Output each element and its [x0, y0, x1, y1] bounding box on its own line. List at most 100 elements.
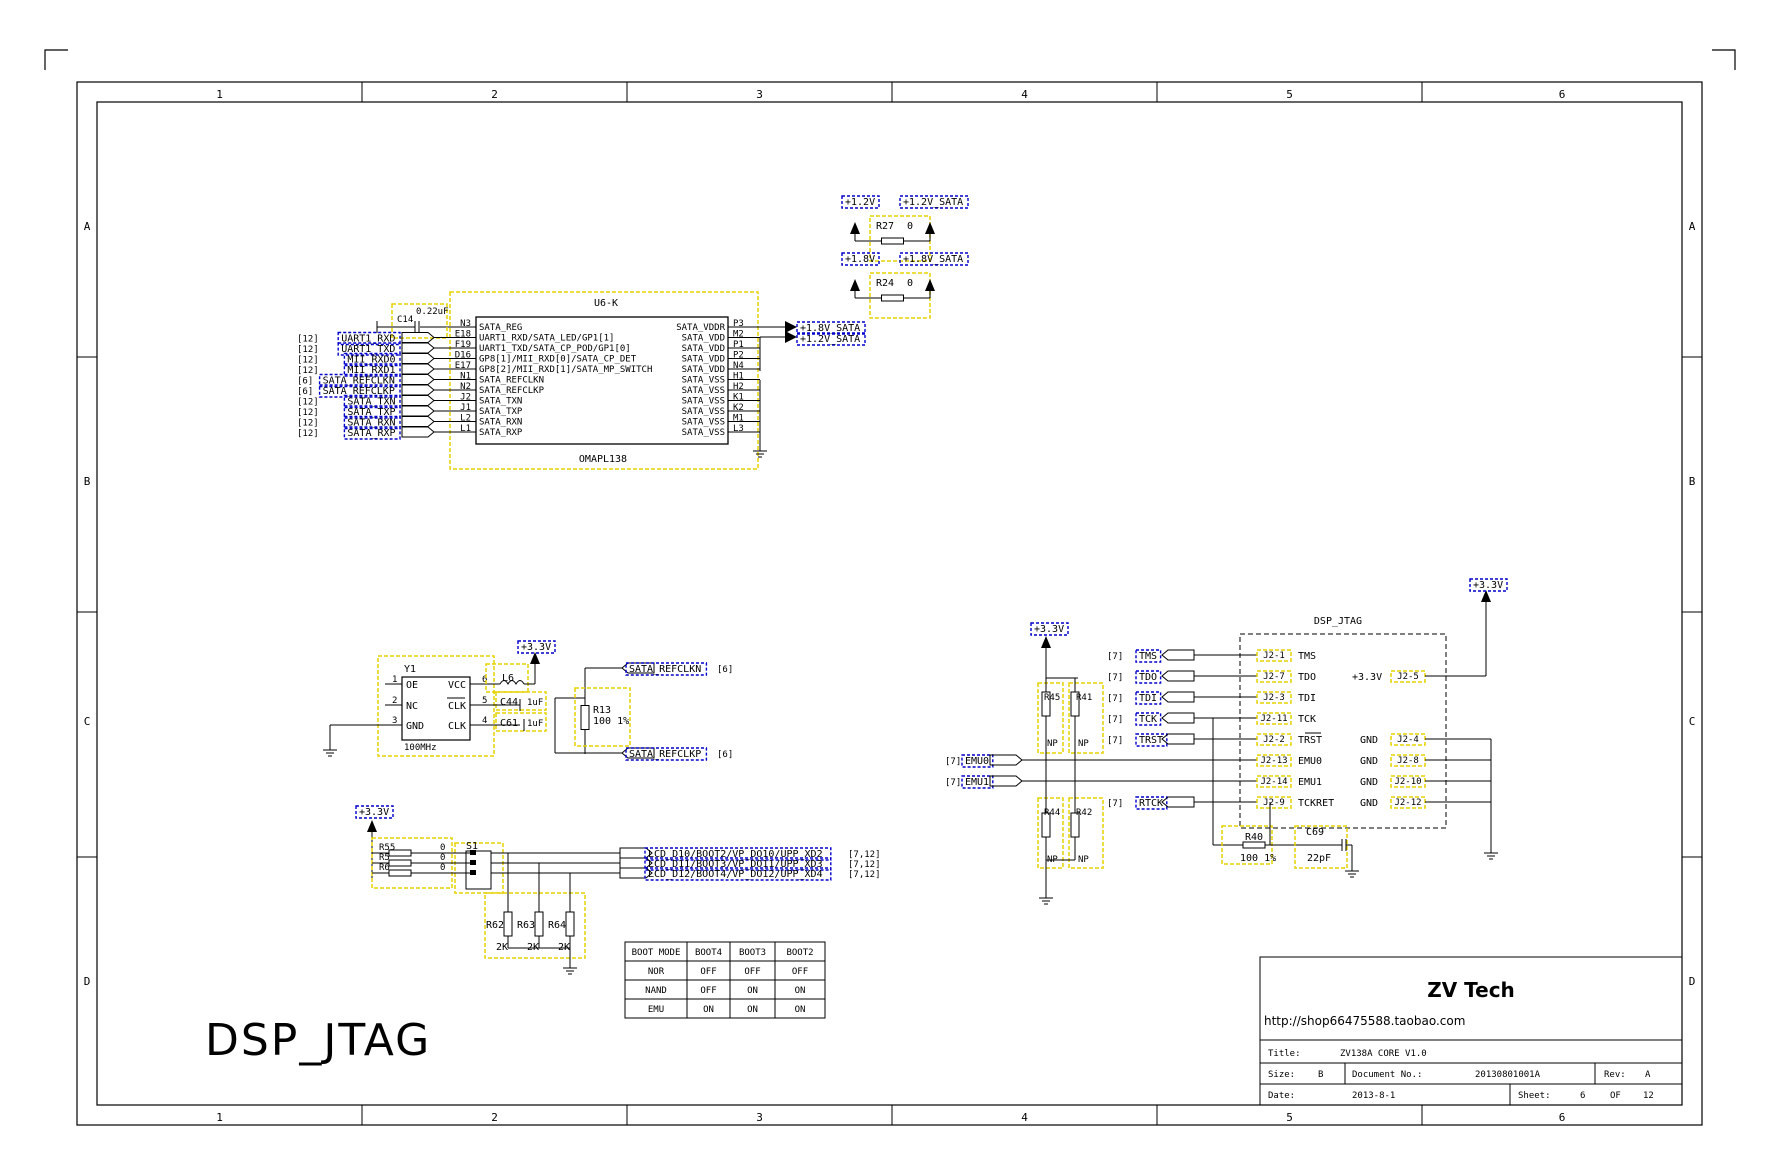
u6-rpin-name: SATA_VDDR: [676, 323, 725, 333]
u6-net-sheet: [6]: [297, 387, 313, 397]
osc-port-p: [621, 747, 655, 759]
col-label-bottom: 1: [216, 1111, 223, 1124]
jtag-pin-name-0: TMS: [1298, 651, 1316, 662]
pd-ref-0: R62: [486, 920, 504, 931]
u6-lpin-name: SATA_TXN: [479, 397, 522, 407]
r44-outline: [1037, 797, 1064, 869]
net-u6-7: SATA_TXP: [347, 407, 395, 418]
net-osc-p-box: [625, 747, 708, 761]
u6-rpin-name: SATA_VDD: [682, 344, 725, 354]
net-osc-pwr: +3.3V: [521, 642, 551, 653]
jtag-pin-outline-7: [1256, 796, 1292, 809]
net-u6-3: MII_RXD1: [347, 365, 395, 376]
u6-lpin-num: F19: [455, 340, 471, 350]
boot-pwr-arrow: [367, 820, 377, 832]
boot-table-cell: OFF: [700, 986, 716, 996]
u6-body: [475, 316, 729, 445]
r24-outline: [869, 272, 931, 319]
u6-lpin-num: N2: [460, 382, 471, 392]
pd-val-0: 2K: [496, 942, 508, 953]
boot-table-cell: EMU: [648, 1005, 664, 1015]
r13-outline: [574, 687, 631, 747]
row-label-left: B: [84, 475, 91, 488]
jtag-gnd-pin-2: J2-10: [1394, 777, 1421, 787]
s1-body: [465, 850, 492, 890]
u6-part: OMAPL138: [579, 454, 627, 465]
s1-ref: S1: [466, 841, 478, 852]
u6-rpin-name: SATA_VSS: [682, 397, 725, 407]
u6-lpin-num: L1: [460, 424, 471, 434]
y1-ref: Y1: [404, 664, 416, 675]
r41-outline: [1068, 682, 1104, 754]
c61-val: 1uF: [527, 719, 543, 729]
boot-table-header: BOOT2: [786, 948, 813, 958]
jtag-sig-sheet-3: [7]: [1107, 715, 1123, 725]
u6-rpin-name: SATA_VDD: [682, 365, 725, 375]
row-label-left: A: [84, 220, 91, 233]
r24-arrow-right: [925, 279, 935, 291]
u6-lpin-num: E18: [455, 330, 471, 340]
pd-ref-1: R63: [517, 920, 535, 931]
outer-frame: [76, 81, 1703, 1126]
net-jtag-2-box: [1135, 691, 1162, 705]
y1-rpin-name: CLK: [448, 721, 466, 732]
col-label-bottom: 3: [756, 1111, 763, 1124]
y1-lpin-num: 2: [392, 696, 397, 706]
net-boot-2: LCD_D12/BOOT4/VP_DO12/UPP_XD4: [648, 869, 823, 880]
net-u6-9: SATA_RXP: [347, 428, 395, 439]
u6-lpin-name: SATA_REFCLKP: [479, 386, 545, 396]
jtag-gnd-name-0: GND: [1360, 735, 1378, 746]
jtag-pin-outline-3: [1256, 712, 1292, 725]
row-label-left: C: [84, 715, 91, 728]
pullup-1-body: [388, 859, 412, 867]
sheet-label: Sheet:: [1518, 1091, 1551, 1101]
net-r27-left: +1.2V: [845, 197, 875, 208]
r27-ref: R27: [876, 221, 894, 232]
net-u6-8: SATA_RXN: [347, 418, 395, 429]
date-value: 2013-8-1: [1352, 1091, 1395, 1101]
r27-arrow-left: [850, 222, 860, 234]
u6-ref: U6-K: [594, 298, 618, 309]
row-label-left: D: [84, 975, 91, 988]
y1-lpin-name: GND: [406, 721, 424, 732]
c44-ref: C44: [500, 697, 518, 708]
net-r24-left: +1.8V: [845, 254, 875, 265]
jtag-pin-4: J2-2: [1263, 735, 1285, 745]
net-jtag-pwr-left-box: [1030, 622, 1069, 636]
r40-ref: R40: [1245, 832, 1263, 843]
jtag-pin-6: J2-14: [1260, 777, 1287, 787]
boot-sheet-1: [7,12]: [848, 860, 881, 870]
y1-lpin-name: OE: [406, 680, 418, 691]
net-boot-pwr-box: [355, 805, 394, 819]
net-r24-left-box: [841, 252, 880, 266]
y1-rpin-name: CLK: [448, 701, 466, 712]
net-r27-left-box: [841, 195, 880, 209]
jtag-pin-0: J2-1: [1263, 651, 1285, 661]
boot-port-2: [619, 867, 653, 879]
net-u6-5: SATA_REFCLKP: [323, 386, 395, 397]
pd-1-body: [534, 911, 544, 937]
pullup-2-body: [388, 869, 412, 877]
doc-value: 20130801001A: [1475, 1070, 1541, 1080]
c69-val: 22pF: [1307, 853, 1331, 864]
u6-lpin-name: SATA_RXN: [479, 418, 522, 428]
u6-lpin-name: GP8[2]/MII_RXD[1]/SATA_MP_SWITCH: [479, 365, 652, 375]
u6-net-sheet: [12]: [297, 419, 319, 429]
u6-rpin-name: SATA_VDD: [682, 355, 725, 365]
net-u6-1: UART1_TXD: [341, 344, 395, 355]
u6-rpin-name: SATA_VSS: [682, 428, 725, 438]
size-label: Size:: [1268, 1070, 1295, 1080]
u6-port: [401, 395, 435, 406]
size-value: B: [1318, 1070, 1323, 1080]
boot-table-cell: ON: [747, 986, 758, 996]
u6-net-sheet: [12]: [297, 356, 319, 366]
y1-lpin-name: NC: [406, 701, 418, 712]
u6-rpin-num: M1: [733, 414, 744, 424]
c14-outline: [391, 303, 448, 339]
col-label-top: 6: [1559, 88, 1566, 101]
jtag-r-val-1: NP: [1078, 739, 1089, 749]
osc-p-sheet: [6]: [717, 750, 733, 760]
